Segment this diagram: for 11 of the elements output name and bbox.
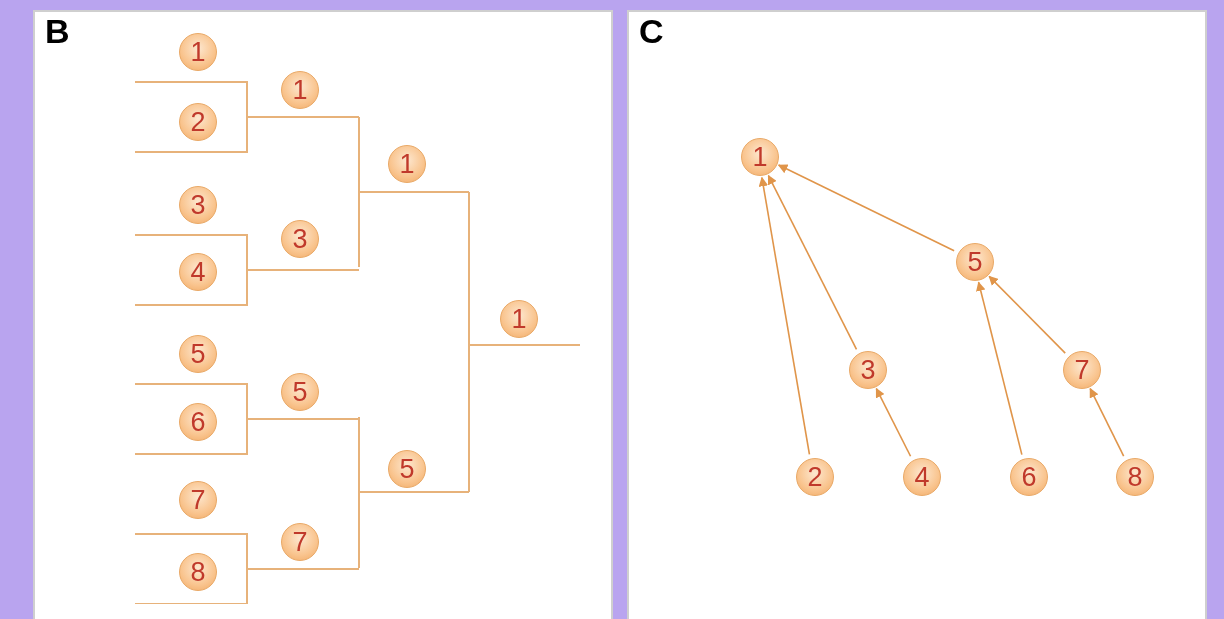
panel [627,10,1207,619]
panel-letter: C [639,14,664,48]
arrow [767,174,858,351]
arrow [1089,387,1125,457]
arrow [988,275,1066,354]
arrow [777,164,955,252]
arrow [976,281,1023,456]
panel [33,10,613,619]
panel-letter: B [45,14,70,48]
arrow [875,387,912,458]
arrow [758,176,811,456]
